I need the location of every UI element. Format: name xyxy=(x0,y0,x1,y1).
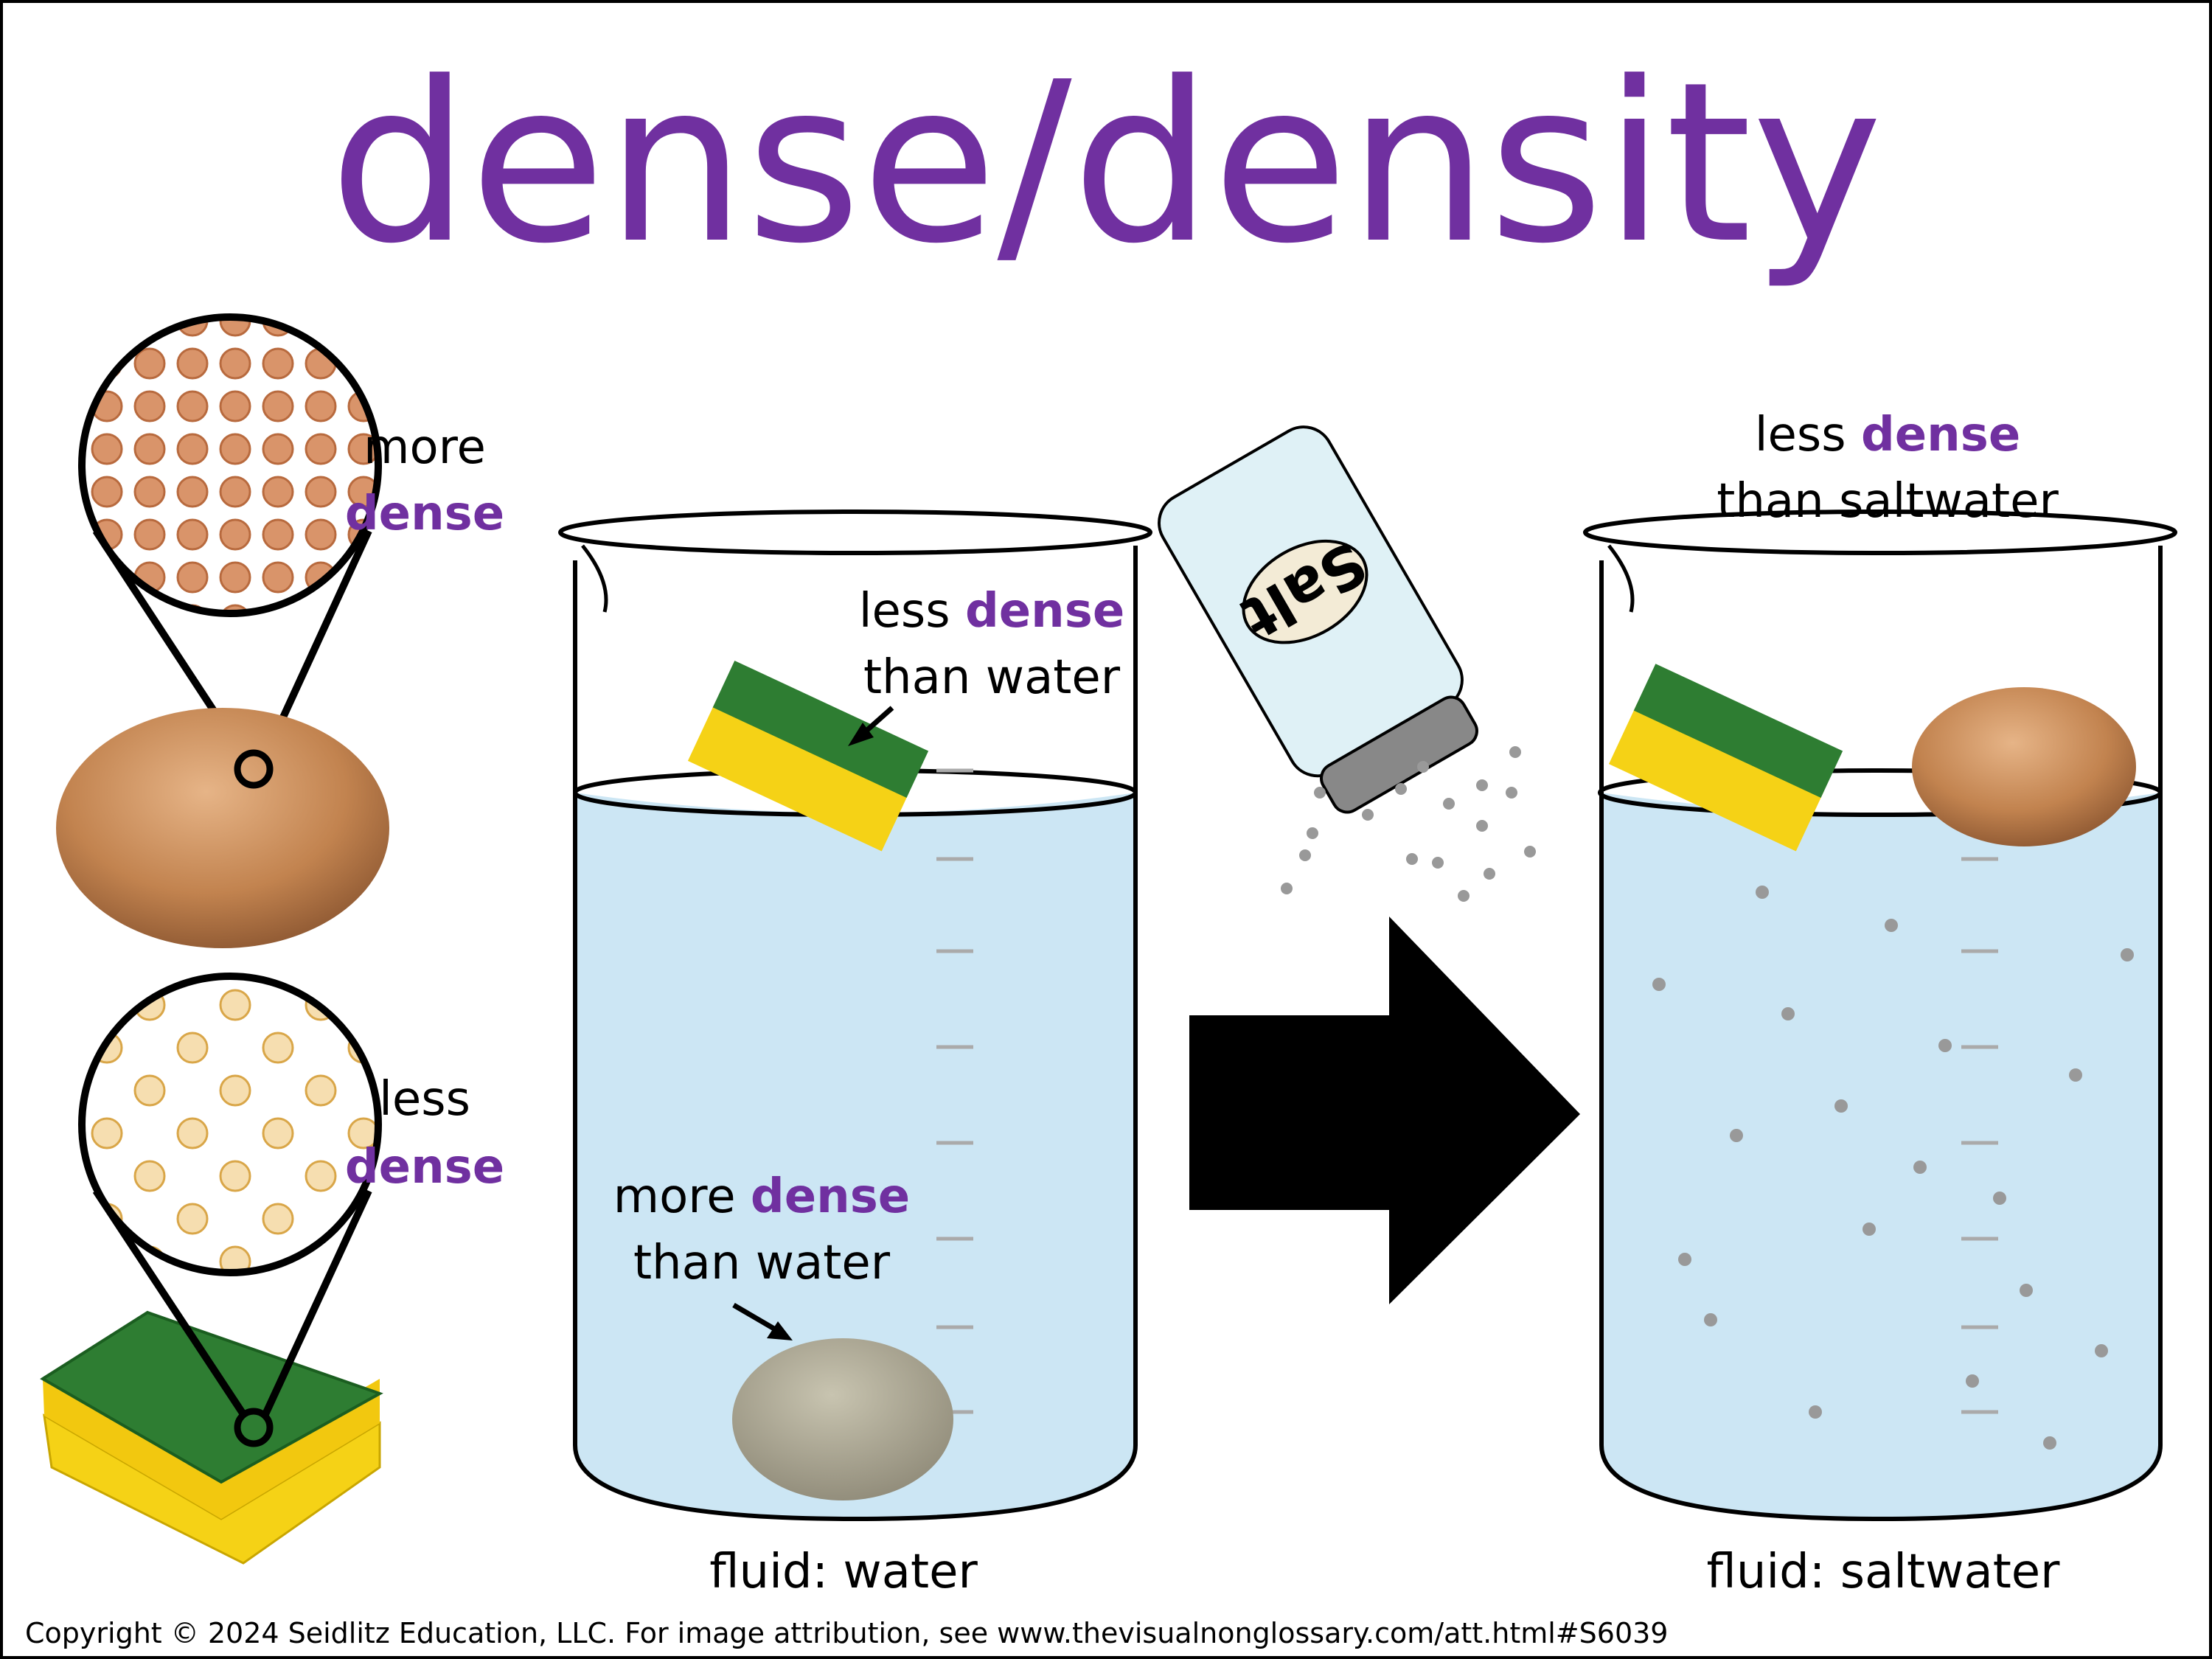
egg-water-label-line2: than water xyxy=(633,1236,891,1290)
sponge-water-label-line2: than water xyxy=(863,650,1121,705)
transform-arrow xyxy=(1189,917,1580,1304)
egg-image xyxy=(56,708,389,948)
less-dense-label: less xyxy=(379,1072,470,1127)
caption-water: fluid: water xyxy=(709,1545,978,1599)
floating-sponge xyxy=(687,660,929,852)
floating-sponge-salt xyxy=(1608,664,1843,852)
egg-water-label: more dense xyxy=(613,1169,910,1224)
caption-saltwater: fluid: saltwater xyxy=(1707,1545,2061,1599)
page-title: dense/density xyxy=(329,35,1882,292)
more-dense-label: more xyxy=(364,420,486,475)
egg-saltwater-label: less dense xyxy=(1755,408,2020,462)
beaker-saltwater: less dense than saltwater fluid: saltwat… xyxy=(1583,408,2177,1599)
floating-egg xyxy=(1912,687,2136,846)
sponge-water-label: less dense xyxy=(859,584,1124,639)
beaker-water: less dense than water more dense than wa… xyxy=(558,509,1152,1599)
more-dense-accent: dense xyxy=(345,487,504,541)
less-dense-accent: dense xyxy=(345,1140,504,1194)
egg-magnifier: more dense xyxy=(56,313,504,948)
sponge-image xyxy=(40,1310,383,1565)
salt-grains xyxy=(1281,746,1536,902)
salt-shaker: Salt xyxy=(1158,425,1478,814)
copyright: Copyright © 2024 Seidlitz Education, LLC… xyxy=(25,1617,1668,1649)
arrow-to-egg xyxy=(732,1302,779,1334)
egg-saltwater-label-line2: than saltwater xyxy=(1717,474,2059,529)
sponge-magnifier: less dense xyxy=(40,973,504,1565)
sunk-egg xyxy=(732,1338,953,1500)
